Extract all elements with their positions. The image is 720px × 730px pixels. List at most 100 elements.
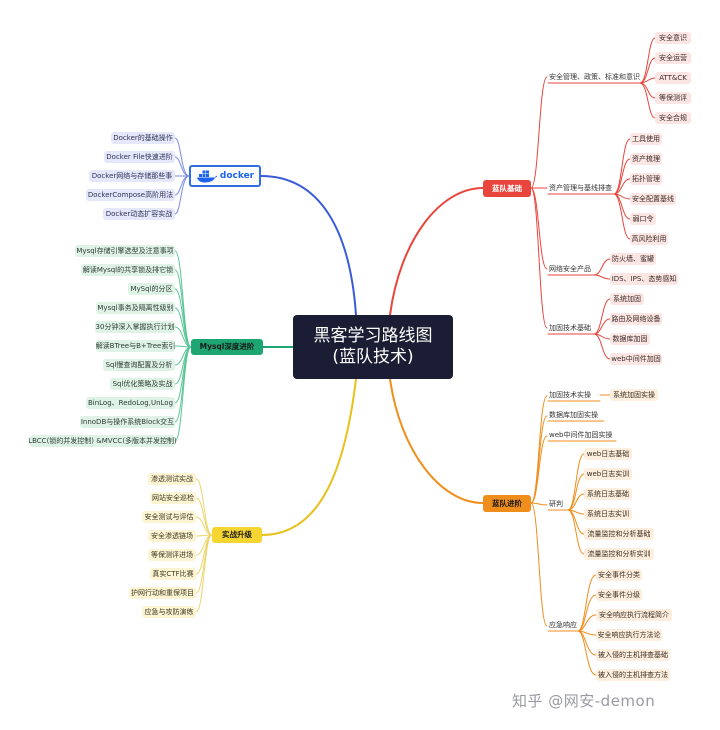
practice-item[interactable]: 真实CTF比赛 [150,568,196,580]
center-title: 黑客学习路线图 [313,325,433,346]
blue-adv-group[interactable]: 加固技术实操 [548,390,600,401]
blue-adv-group[interactable]: 研判 [548,499,568,510]
blue-adv-item[interactable]: 被入侵的主机排查基础 [596,649,670,661]
practice-item[interactable]: 网站安全巡检 [150,492,196,504]
blue-basic-branch-node[interactable]: 蓝队基础 [483,180,531,197]
watermark-label: 知乎 @网安-demon [512,691,656,710]
mysql-item[interactable]: BinLog、RedoLog,UnLog [86,397,175,409]
blue-basic-item[interactable]: 数据库加固 [610,333,650,345]
docker-item-label: Docker网络与存储那些事 [91,171,173,180]
mysql-item[interactable]: LBCC(锁的并发控制) &MVCC(多版本并发控制) [28,435,177,447]
blue-basic-item-label: 防火墙、蜜罐 [612,254,654,263]
practice-item[interactable]: 等保测评进场 [148,549,196,561]
connector-blue-basic-item [639,57,656,84]
connector-blue-basic-item [639,37,656,84]
connector-docker-item [174,156,190,177]
practice-item[interactable]: 应急与攻防演练 [142,606,196,618]
blue-basic-item[interactable]: 等保测评 [655,92,691,104]
docker-item[interactable]: DockerCompose高阶用法 [86,189,175,201]
docker-item-label: Docker的基础操作 [113,133,173,142]
mysql-item-label: Sql优化策略及实战 [112,379,173,388]
blue-adv-branch-node[interactable]: 蓝队进阶 [483,495,531,512]
practice-item[interactable]: 安全渗透链场 [148,530,196,542]
docker-item[interactable]: Docker File快速进阶 [104,151,175,163]
mysql-item[interactable]: Mysql事务及隔离性级别 [96,302,175,314]
blue-adv-item-label: 系统加固实操 [613,390,655,399]
blue-adv-item[interactable]: 系统日志实训 [584,508,632,520]
blue-basic-group[interactable]: 网络安全产品 [548,264,594,275]
mysql-item-label: 解读Mysql的共享锁及排它锁 [82,265,174,274]
practice-item-label: 安全测试与评估 [144,512,194,521]
blue-basic-item[interactable]: 弱口令 [630,213,656,225]
blue-basic-group[interactable]: 安全管理、政策、标准和意识 [548,72,640,83]
blue-adv-item[interactable]: 安全事件分类 [596,569,642,581]
blue-basic-group-label: 加固技术基础 [549,324,591,332]
blue-basic-item[interactable]: 拓扑管理 [630,173,662,185]
blue-adv-item[interactable]: web日志基础 [584,448,632,460]
blue-basic-item[interactable]: ATT&CK [655,72,691,84]
blue-adv-item[interactable]: 流量监控和分析基础 [584,528,654,540]
blue-adv-item[interactable]: 系统日志基础 [584,488,632,500]
center-node[interactable]: 黑客学习路线图 (蓝队技术) [293,315,453,379]
docker-item[interactable]: Docker动态扩容实战 [103,208,175,220]
docker-item[interactable]: Docker网络与存储那些事 [89,170,175,182]
mysql-item[interactable]: InnoDB与操作系统Block交互 [80,416,175,428]
blue-basic-item[interactable]: 安全合规 [655,112,691,124]
connector-mysql-item [174,346,192,423]
connector-blue-basic-group [530,76,548,189]
blue-adv-group-label: 应急响应 [549,621,577,629]
blue-basic-item[interactable]: 安全意识 [655,32,691,44]
mysql-item[interactable]: 解读BTree与B+Tree索引 [96,340,175,352]
connector-blue-adv-group [530,415,548,504]
blue-basic-item[interactable]: 高风险利用 [630,233,668,245]
docker-node[interactable]: docker [189,165,261,187]
blue-basic-item[interactable]: 路由及网络设备 [610,313,662,325]
blue-basic-group[interactable]: 加固技术基础 [548,323,594,334]
connector-blue-basic-group [530,187,548,270]
blue-adv-group[interactable]: 应急响应 [548,620,578,631]
blue-basic-item[interactable]: 安全运营 [655,52,691,64]
blue-basic-item[interactable]: 安全配置基线 [630,193,676,205]
blue-basic-item[interactable]: 防火墙、蜜罐 [610,253,656,265]
practice-branch-node[interactable]: 实战升级 [212,527,262,543]
blue-basic-item-label: 数据库加固 [612,334,648,343]
blue-adv-item[interactable]: 安全响应执行方法论 [596,629,662,641]
mysql-item[interactable]: MySql的分区 [128,283,175,295]
connector-blue-adv-item [577,630,597,676]
mysql-branch-node[interactable]: Mysql深度进阶 [191,339,263,355]
blue-basic-group[interactable]: 资产管理与基线排查 [548,183,614,194]
practice-item[interactable]: 安全测试与评估 [142,511,196,523]
mysql-item-label: InnoDB与操作系统Block交互 [80,417,175,426]
blue-adv-item-label: 安全响应执行方法论 [597,630,661,639]
blue-adv-item[interactable]: 被入侵的主机排查方法 [596,669,670,681]
connector-blue-basic [389,187,484,316]
blue-basic-item-label: 路由及网络设备 [611,314,661,323]
blue-basic-item[interactable]: 工具使用 [630,133,662,145]
blue-adv-group[interactable]: web中间件加固实操 [548,430,616,441]
mysql-item[interactable]: Mysql存储引擎选型及注意事项 [75,245,175,257]
mysql-item[interactable]: Sql优化策略及实战 [110,378,175,390]
mysql-item[interactable]: Sql慢查询配置及分析 [103,359,175,371]
blue-adv-item[interactable]: 安全事件分级 [596,589,642,601]
blue-basic-item[interactable]: IDS、IPS、态势感知 [610,273,678,285]
practice-item[interactable]: 护网行动和重保项目 [129,587,196,599]
blue-adv-item[interactable]: 流量监控和分析实训 [584,548,654,560]
blue-adv-item[interactable]: 安全响应执行流程简介 [596,609,672,621]
practice-item[interactable]: 渗透测试实战 [148,473,196,485]
blue-basic-item[interactable]: 系统加固 [610,293,644,305]
blue-basic-item-label: IDS、IPS、态势感知 [611,274,677,283]
docker-item[interactable]: Docker的基础操作 [111,132,175,144]
blue-adv-item[interactable]: web日志实训 [584,468,632,480]
docker-whale-icon [196,170,218,183]
connector-blue-basic-item [593,258,611,276]
connector-mysql-item [174,307,192,348]
connector-practice-item [195,497,213,536]
connector-docker-item [174,137,190,177]
blue-basic-group-label: 资产管理与基线排查 [549,184,612,192]
mysql-item[interactable]: 解读Mysql的共享锁及排它锁 [81,264,175,276]
blue-adv-item[interactable]: 系统加固实操 [610,389,658,401]
mysql-item[interactable]: 30分钟深入掌握执行计划 [95,321,175,333]
blue-adv-group[interactable]: 数据库加固实操 [548,410,604,421]
blue-basic-item[interactable]: 资产梳理 [630,153,662,165]
blue-basic-item[interactable]: web中间件加固 [610,353,662,365]
